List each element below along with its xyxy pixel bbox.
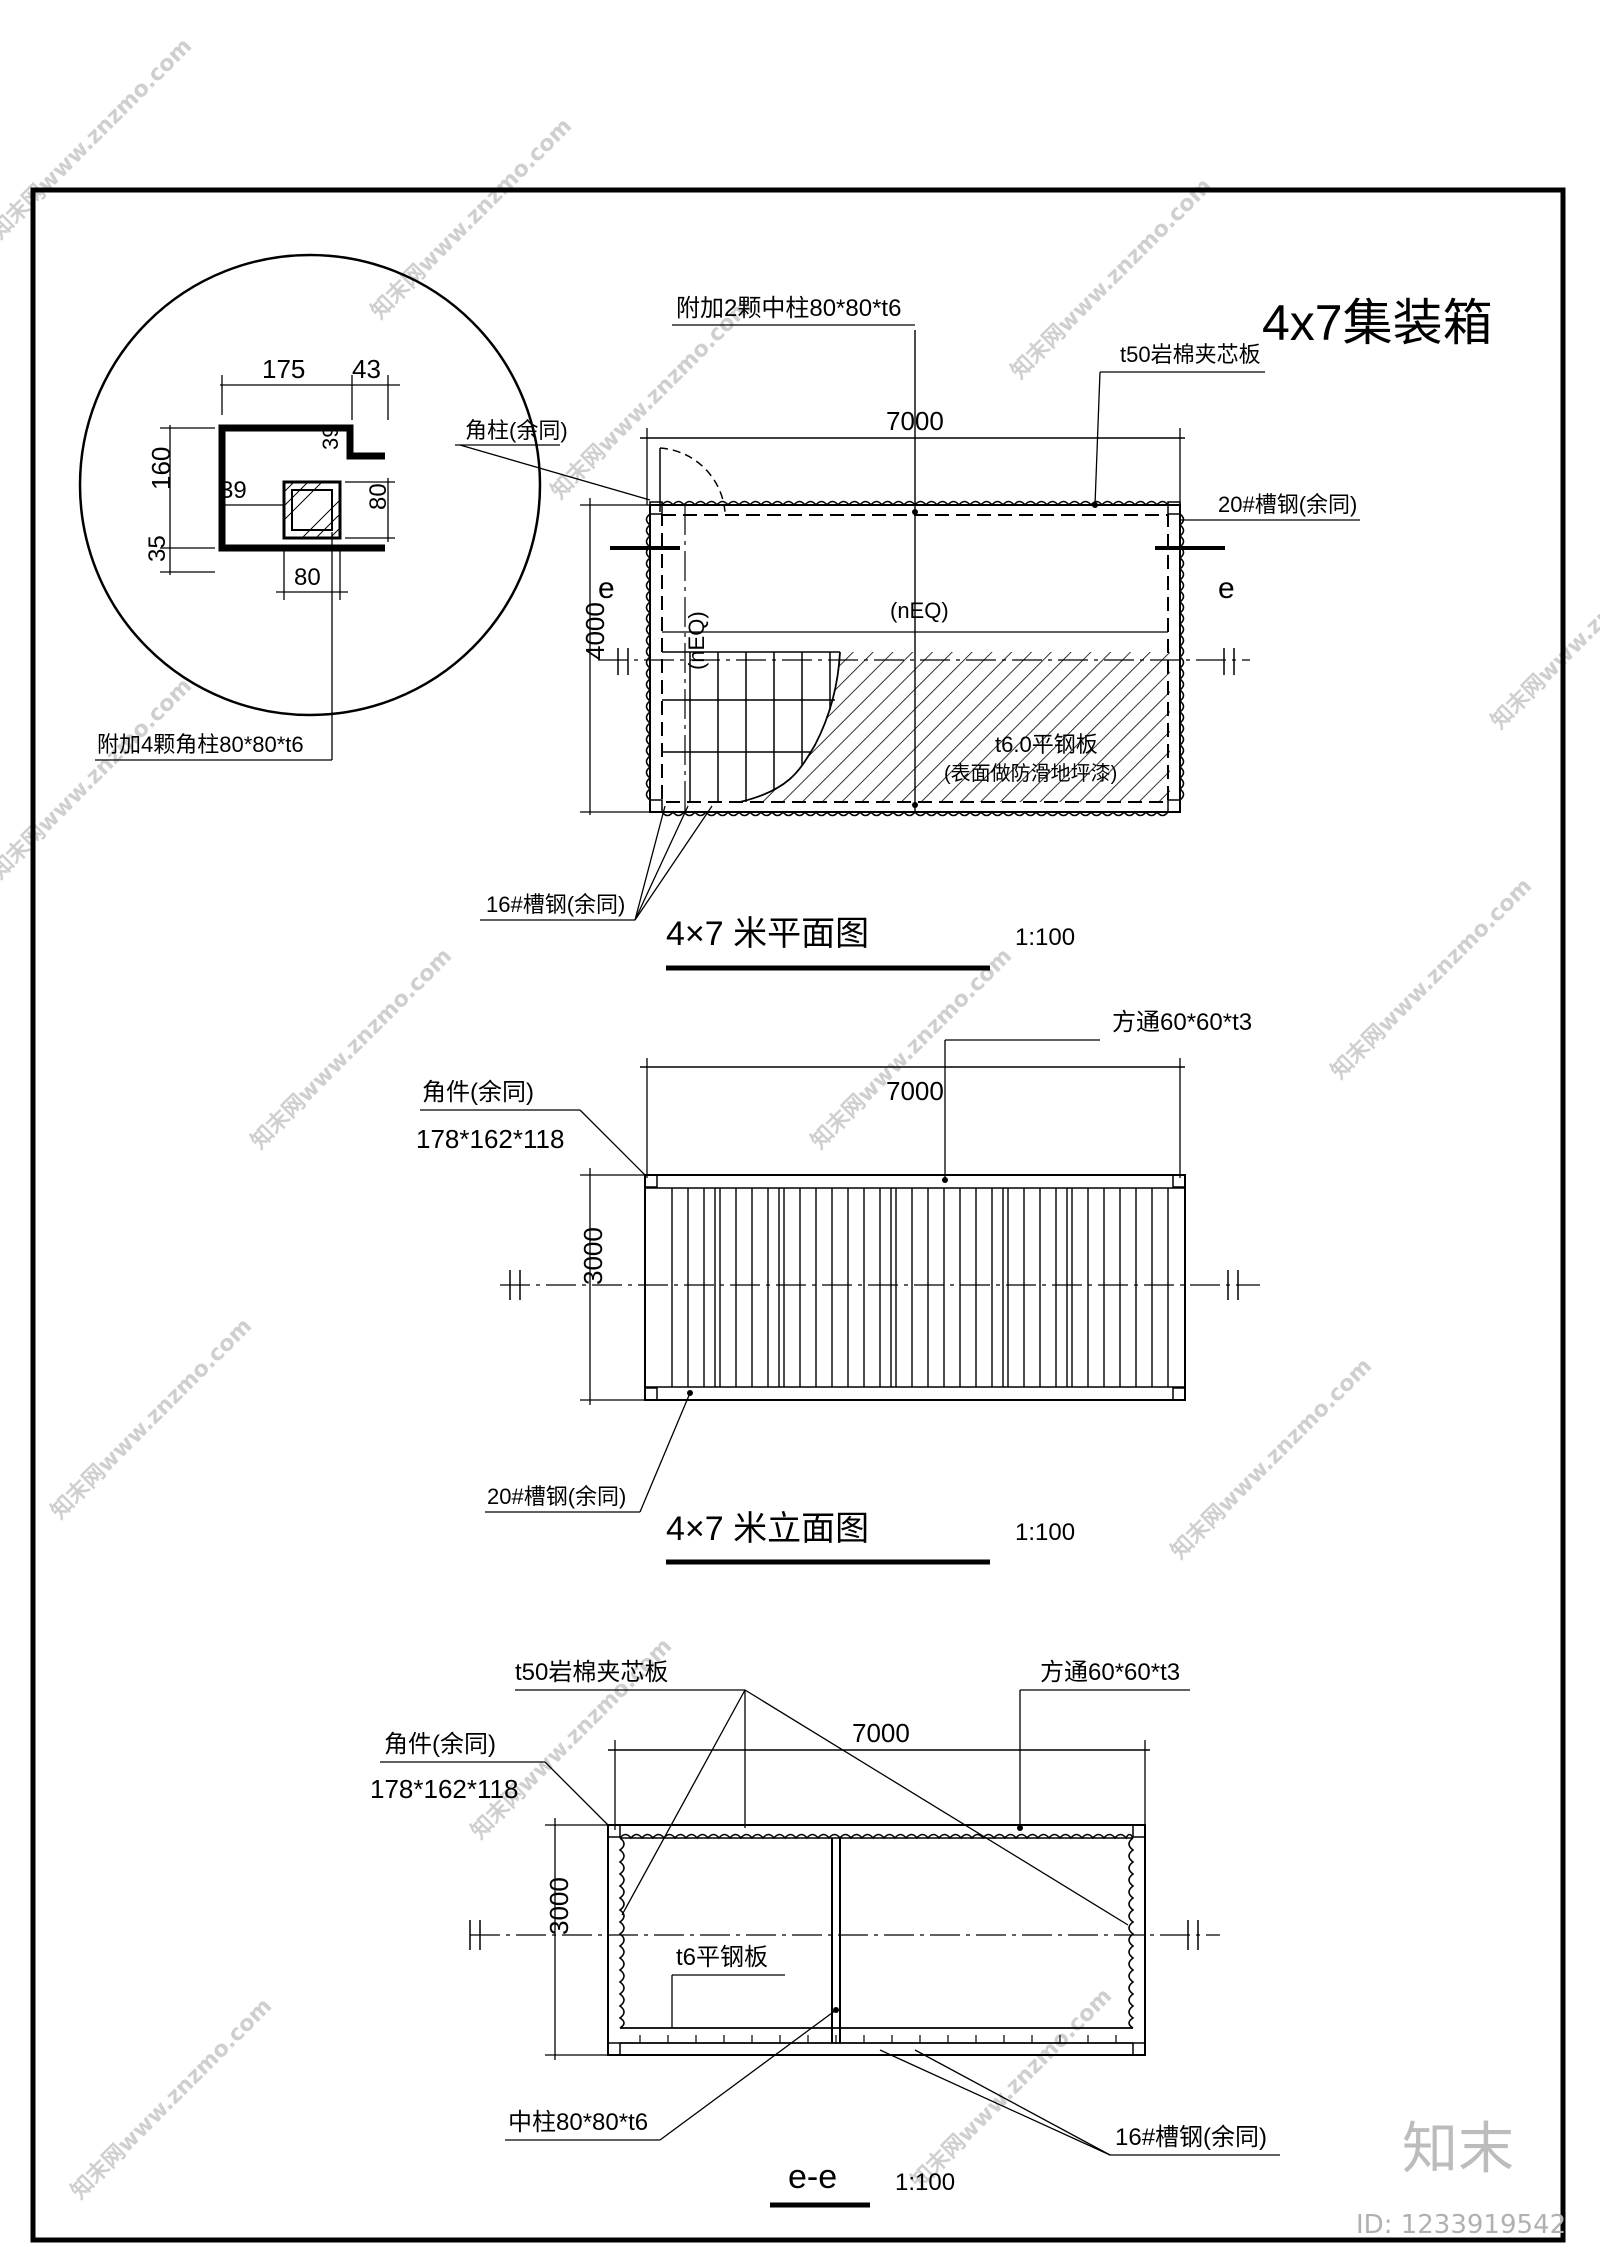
- detail-circle: [78, 253, 542, 717]
- mid-post-note: 附加2颗中柱80*80*t6: [676, 295, 901, 322]
- sec-panel-note: t50岩棉夹芯板: [515, 1659, 668, 1686]
- sec-dim-3000: 3000: [544, 1877, 574, 1935]
- dim-175: 175: [262, 354, 305, 384]
- sec-plate-note: t6平钢板: [676, 1944, 768, 1971]
- dim-43: 43: [352, 354, 381, 384]
- elev-tube-note: 方通60*60*t3: [1112, 1009, 1252, 1036]
- elev-corner-size: 178*162*118: [416, 1124, 564, 1154]
- elev-channel20: 20#槽钢(余同): [487, 1484, 626, 1509]
- floor-joists: [639, 2035, 1117, 2043]
- corner-post-label: 角柱(余同): [465, 418, 568, 443]
- elev-outline: [644, 1174, 1186, 1401]
- plan-panel-note: t50岩棉夹芯板: [1120, 342, 1261, 367]
- dim-39-top: 39: [318, 426, 343, 450]
- dim-35: 35: [144, 535, 171, 562]
- joist-grid: [662, 651, 840, 802]
- sec-mid-post: 中柱80*80*t6: [508, 2109, 648, 2136]
- watermark-text: 知末网www.znzmo.com: [0, 33, 197, 244]
- sheet-border: [30, 187, 1566, 2243]
- square-tube: [282, 480, 342, 540]
- corner-post-detail: 175 43 39 160 35 39 80 80 附加4颗角柱80*80*t6…: [78, 253, 651, 761]
- brand-watermark: 知末: [1402, 2117, 1514, 2182]
- plan-dim-4000: 4000: [580, 602, 610, 660]
- elev-corner-label: 角件(余同): [422, 1079, 534, 1106]
- sec-corner-label: 角件(余同): [384, 1731, 496, 1758]
- watermark-text: 知末网www.znzmo.com: [46, 1313, 257, 1524]
- corner-post-note: 附加4颗角柱80*80*t6: [97, 732, 304, 757]
- plan-wave-right: [1178, 513, 1185, 801]
- watermark-text: 知末网www.znzmo.com: [906, 1983, 1117, 2194]
- sec-corner-size: 178*162*118: [370, 1774, 518, 1804]
- section-view: 7000 3000 t50岩棉夹芯板: [370, 1659, 1280, 2208]
- plan-view: 7000: [480, 295, 1360, 971]
- watermark-layer: 知末网www.znzmo.com 知末网www.znzmo.com 知末网www…: [0, 33, 1600, 2204]
- dim-80-side: 80: [365, 483, 392, 510]
- plan-eq-vertical: (nEQ): [684, 611, 709, 670]
- dim-39-left: 39: [220, 477, 247, 504]
- sec-wave-left: [618, 1837, 625, 2029]
- watermark-text: 知末网www.znzmo.com: [1326, 873, 1537, 1084]
- plan-wave-bottom: [661, 810, 1169, 817]
- elev-dim-7000: 7000: [886, 1076, 944, 1106]
- sec-channel16: 16#槽钢(余同): [1115, 2124, 1267, 2151]
- plan-eq-horizontal: (nEQ): [890, 598, 949, 623]
- watermark-text: 知末网www.znzmo.com: [246, 943, 457, 1154]
- plan-caption: 4×7 米平面图: [666, 915, 869, 953]
- elev-caption: 4×7 米立面图: [666, 1510, 869, 1548]
- plan-channel20: 20#槽钢(余同): [1218, 492, 1357, 517]
- sec-tube-note: 方通60*60*t3: [1040, 1659, 1180, 1686]
- section-mark-left: e: [598, 572, 615, 605]
- plan-scale: 1:100: [1015, 924, 1075, 951]
- plan-wave-left: [645, 513, 652, 801]
- channel-profile: [218, 424, 385, 552]
- plan-channel16: 16#槽钢(余同): [486, 892, 625, 917]
- image-id: ID: 1233919542: [1356, 2210, 1566, 2240]
- watermark-text: 知末网www.znzmo.com: [366, 113, 577, 324]
- watermark-text: 知末网www.znzmo.com: [1166, 1353, 1377, 1564]
- plate-line1: t6.0平钢板: [995, 732, 1098, 757]
- dim-80-bottom: 80: [294, 564, 321, 591]
- sec-scale: 1:100: [895, 2169, 955, 2196]
- dim-160: 160: [146, 447, 176, 490]
- square-tube-inner: [291, 489, 333, 531]
- sheet-title: 4x7集装箱: [1262, 295, 1493, 351]
- elev-dim-3000: 3000: [578, 1227, 608, 1285]
- elevation-view: 7000 3000 方通60*60*t3 角件(余同) 178*162*118: [416, 1009, 1260, 1565]
- sec-wave-right: [1128, 1837, 1135, 2029]
- watermark-text: 知末网www.znzmo.com: [66, 1993, 277, 2204]
- sec-outline: [607, 1824, 1146, 2056]
- plate-line2: (表面做防滑地坪漆): [944, 762, 1117, 785]
- sec-dim-7000: 7000: [852, 1718, 910, 1748]
- watermark-text: 知末网www.znzmo.com: [1486, 523, 1600, 734]
- sec-caption: e-e: [788, 2158, 837, 2196]
- elev-scale: 1:100: [1015, 1519, 1075, 1546]
- sec-wave-top: [619, 1833, 1134, 1840]
- watermark-text: 知末网www.znzmo.com: [806, 943, 1017, 1154]
- section-mark-right: e: [1218, 572, 1235, 605]
- watermark-text: 知末网www.znzmo.com: [0, 673, 197, 884]
- corrugation-ribs: [671, 1188, 1169, 1387]
